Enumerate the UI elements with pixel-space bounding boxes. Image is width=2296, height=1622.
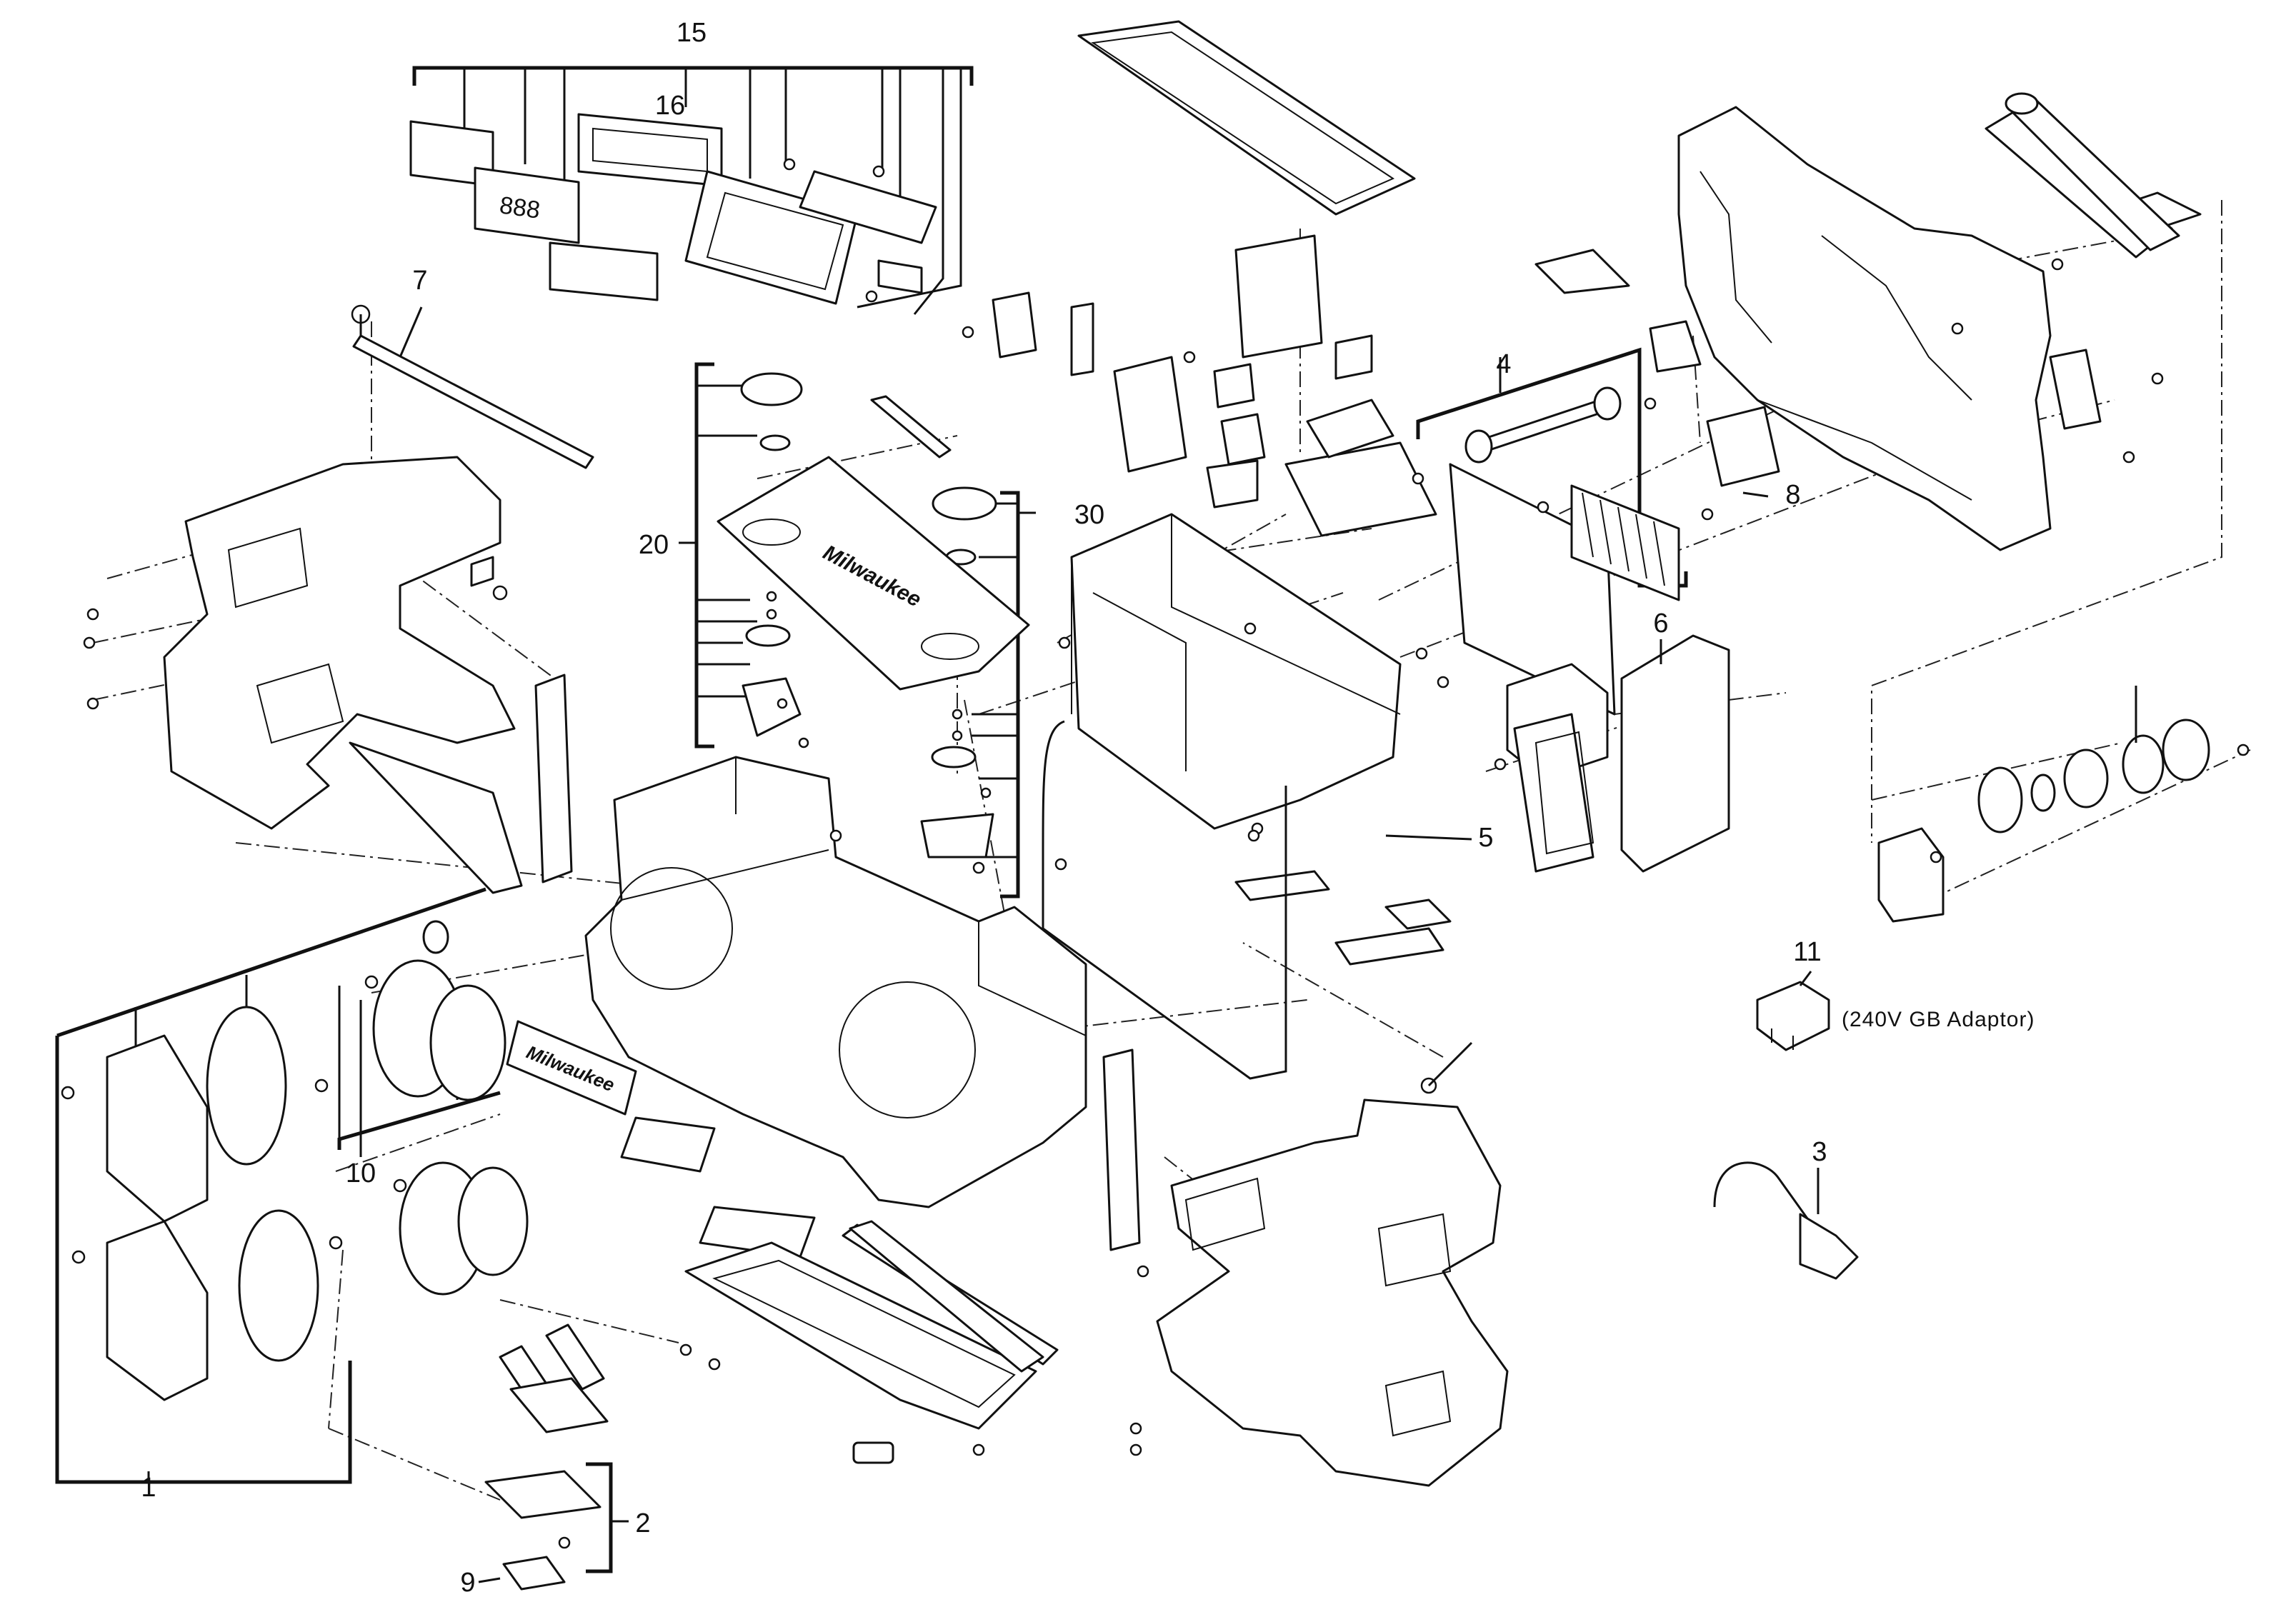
- speaker-group: [61, 920, 529, 1401]
- callout-6: 6: [1653, 609, 1668, 639]
- main-chassis: [584, 756, 1087, 1208]
- callout-11: 11: [1793, 937, 1821, 967]
- control-panel-plate: [717, 395, 1030, 691]
- gb-adaptor: [1756, 981, 1830, 1051]
- callout-9-leader: [478, 1577, 501, 1583]
- callout-8: 8: [1785, 480, 1800, 510]
- display-panel-group: [409, 113, 937, 305]
- callout-3: 3: [1812, 1137, 1827, 1167]
- antenna-pole: [351, 304, 594, 469]
- callout-5: 5: [1478, 823, 1493, 853]
- callout-5-leader: [1385, 834, 1472, 841]
- callout-11-leader: [1799, 971, 1812, 986]
- seal-cord: [1042, 720, 1287, 1080]
- battery-cover-group: [484, 1323, 609, 1591]
- callout-30: 30: [1074, 500, 1104, 530]
- handle-sleeve-top: [2005, 92, 2180, 251]
- power-inlet-group: [1877, 686, 2210, 923]
- left-handle-post: [349, 674, 573, 894]
- electronics-box: [1070, 399, 1444, 966]
- left-end-cap: [163, 456, 516, 830]
- callout-8-leader: [1742, 491, 1769, 498]
- top-cover-plate: [1077, 20, 1416, 216]
- callout-7: 7: [412, 266, 427, 296]
- callout-10: 10: [346, 1158, 376, 1188]
- callout-2: 2: [635, 1508, 650, 1538]
- callout-9: 9: [460, 1568, 475, 1598]
- callout-20: 20: [639, 530, 669, 560]
- battery-connector-group: [992, 234, 1373, 509]
- right-end-cap: [1156, 1041, 1509, 1487]
- callout-4: 4: [1496, 349, 1511, 379]
- callout-15: 15: [677, 18, 707, 48]
- circuit-board-group: [1449, 386, 1680, 716]
- adaptor-note: (240V GB Adaptor): [1842, 1008, 2035, 1031]
- callout-numbers: 15 16 7 20 30 4 8 6 5 11 3 10 1 2 9: [141, 18, 1827, 1598]
- display-digits: 888: [498, 191, 541, 224]
- right-handle-post: [849, 1048, 1141, 1373]
- mains-cable: [1713, 1161, 1859, 1280]
- fixing-screws: [83, 158, 2250, 1456]
- callout-16: 16: [655, 91, 685, 121]
- callout-1: 1: [141, 1473, 156, 1503]
- parts: [61, 20, 2250, 1591]
- knob-assembly: [740, 372, 997, 858]
- transformer-group: [1384, 634, 1730, 930]
